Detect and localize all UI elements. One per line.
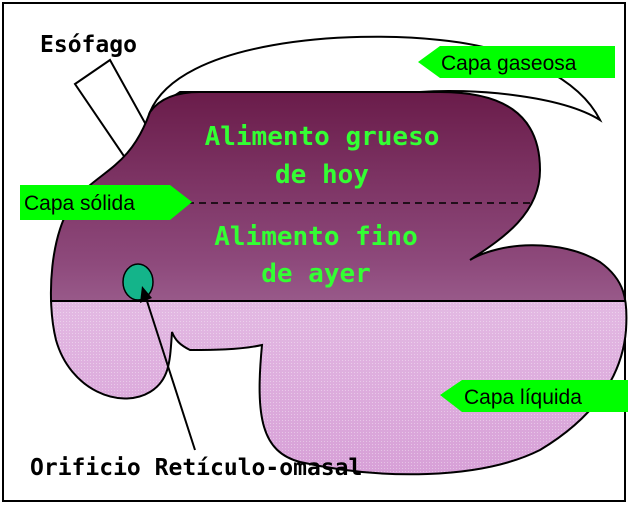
orificio-label: Orificio Retículo-omasal [30,455,362,481]
alimento-grueso-line1: Alimento grueso [205,122,440,152]
alimento-grueso-line2: de hoy [275,160,369,190]
alimento-fino-line1: Alimento fino [214,222,418,252]
esofago-label: Esófago [40,32,137,58]
capa-liquida-label: Capa líquida [464,386,582,409]
capa-gaseosa-label: Capa gaseosa [441,52,577,75]
alimento-fino-line2: de ayer [261,259,371,289]
capa-solida-label: Capa sólida [24,192,135,215]
